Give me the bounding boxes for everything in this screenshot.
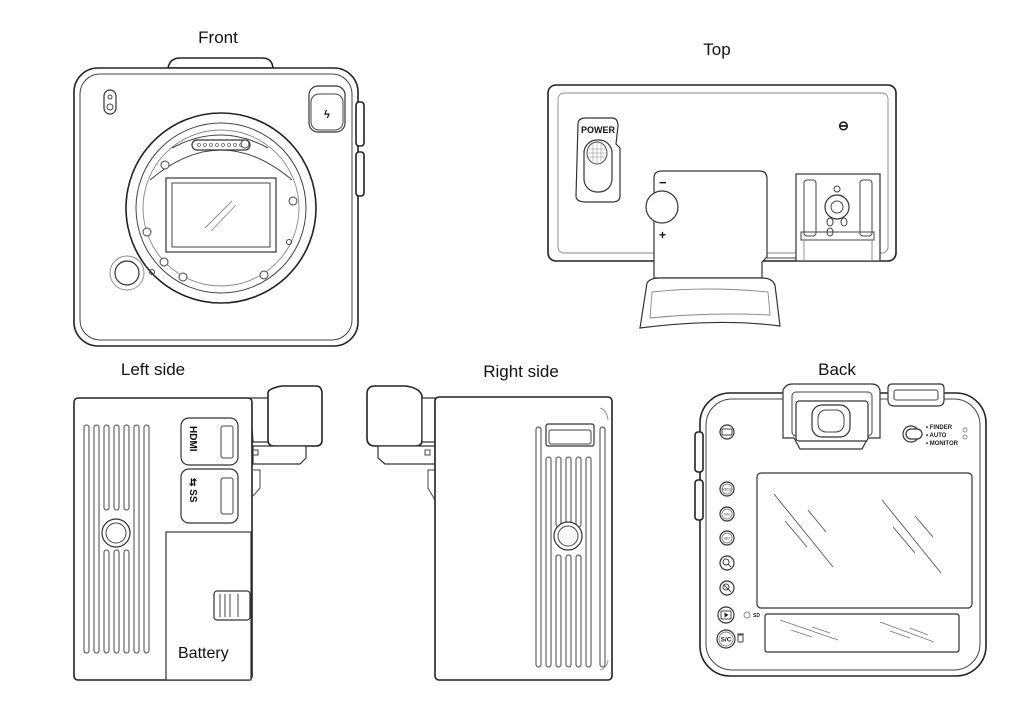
strap-lug-icon [887,383,945,407]
back-side-button-1 [694,431,704,473]
sc-button[interactable]: S/C [716,629,736,649]
front-side-button-2 [355,151,365,197]
left-eyecup [267,385,323,447]
main-lcd-screen[interactable] [756,472,973,609]
sensor-icon [165,177,277,253]
trash-icon [737,633,744,643]
hdmi-label: HDMI [187,426,198,452]
strap-lug-icon [545,423,595,447]
sd-label: SD [753,613,760,619]
af-assist-lamp-icon [103,89,117,115]
power-label: POWER [581,125,616,135]
usb-symbol-icon: ⇆ [187,478,198,489]
eyecup-icon [639,277,781,329]
top-hump [167,57,274,69]
tripod-socket-icon [101,518,131,548]
back-side-button-2 [694,479,704,521]
viewfinder-mode-switch[interactable] [902,425,923,443]
mount-screws [142,139,298,282]
zoom-in-button[interactable]: zoom-in-icon [719,555,735,571]
usb-label: ⇆ SS [187,478,198,503]
lens-release-button-icon[interactable] [109,255,145,291]
battery-latch-icon[interactable] [213,590,251,621]
battery-label: Battery [178,645,229,662]
hot-shoe-icon [795,173,881,262]
tripod-socket-icon [553,521,583,551]
front-side-button-1 [355,101,365,147]
display-button[interactable] [719,424,735,440]
zoom-out-button[interactable]: zoom-out-icon [719,580,735,596]
hdmi-port[interactable]: HDMI [180,417,239,466]
viewfinder-eyecup-icon [782,383,881,450]
mode-finder-label: • FINDER [926,425,953,431]
battery-door[interactable]: Battery [165,531,252,681]
mount-contacts [191,139,251,151]
iso-button-label: ISO [724,537,730,541]
focal-plane-mark-icon: ⊖ [838,118,849,133]
play-icon [724,612,729,618]
flash-sync-button-icon[interactable]: ϟ [308,85,346,133]
status-lcd-screen [764,613,960,653]
top-view-label: Top [703,40,731,59]
flash-glyph: ϟ [324,109,330,121]
info-button[interactable]: Info [719,506,735,522]
status-led-icon [962,434,968,440]
grip-vents-icon [83,424,150,654]
dial-plus-label: + [659,228,666,242]
right-view-label: Right side [483,362,559,381]
iso-button[interactable]: ISO [719,530,735,546]
mode-monitor-label: • MONITOR [926,441,959,447]
play-button[interactable] [717,606,735,624]
sd-indicator: SD [743,611,760,619]
usb-ss-label: SS [187,489,198,503]
usb-port[interactable]: ⇆ SS [180,468,239,524]
info-button-label: Info [724,513,730,517]
back-view-label: Back [818,360,856,379]
left-view-label: Left side [120,360,186,379]
grip-vents-icon [535,426,606,668]
menu-button-label: MENU [722,488,733,492]
power-switch-icon[interactable]: POWER [575,117,621,203]
exposure-dial-icon[interactable]: − + [645,170,768,279]
menu-button[interactable]: MENU [719,481,735,497]
front-view-label: Front [198,28,238,47]
sc-button-label: S/C [721,637,732,644]
status-led-icon [962,427,968,433]
mode-auto-label: • AUTO [926,433,947,439]
dial-minus-label: − [659,175,667,190]
